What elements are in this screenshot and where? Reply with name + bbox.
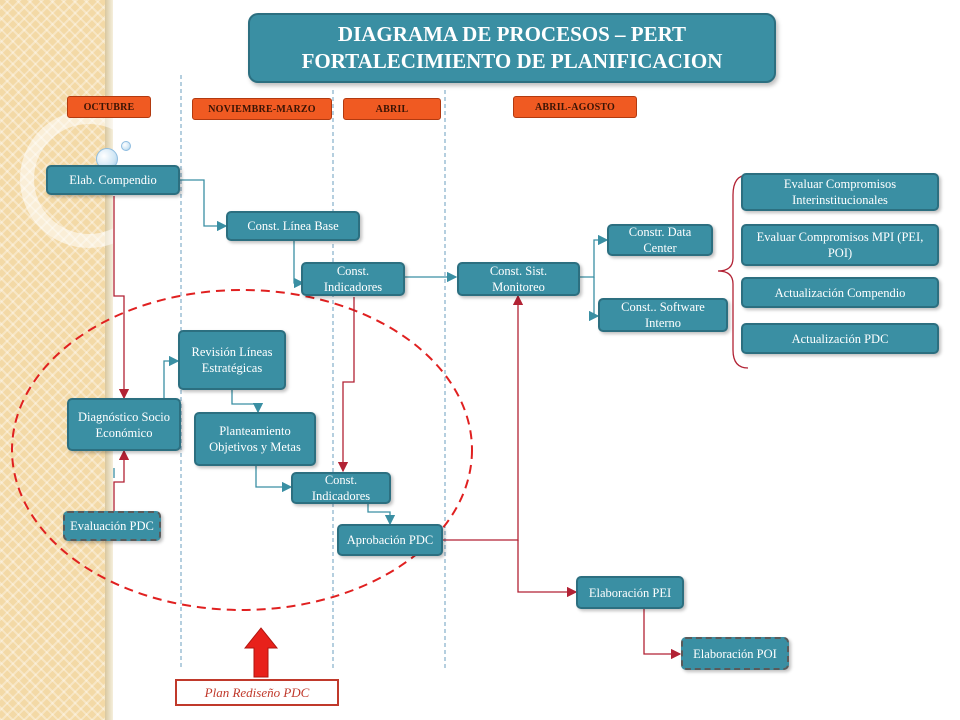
phase-abril-agosto: ABRIL-AGOSTO bbox=[513, 96, 637, 118]
node-elaboracion-pei: Elaboración PEI bbox=[576, 576, 684, 609]
phase-abril: ABRIL bbox=[343, 98, 441, 120]
arrow-compendio-to-lineabase bbox=[180, 179, 228, 232]
node-constr-data-center: Constr. Data Center bbox=[607, 224, 713, 256]
sidebar-edge bbox=[105, 0, 113, 720]
title-line-2: FORTALECIMIENTO DE PLANIFICACION bbox=[301, 49, 723, 73]
phase-noviembre-marzo: NOVIEMBRE-MARZO bbox=[192, 98, 332, 120]
node-diagnostico: Diagnóstico Socio Económico bbox=[67, 398, 181, 451]
node-planteamiento: Planteamiento Objetivos y Metas bbox=[194, 412, 316, 466]
arrow-aprobacion-to-pei bbox=[517, 540, 578, 598]
arrow-indicadores-to-aprobacion bbox=[367, 503, 396, 526]
title-line-1: DIAGRAMA DE PROCESOS – PERT bbox=[337, 22, 687, 46]
node-aprobacion-pdc: Aprobación PDC bbox=[337, 524, 443, 556]
node-evaluar-mpi: Evaluar Compromisos MPI (PEI, POI) bbox=[741, 224, 939, 266]
node-elaboracion-poi: Elaboración POI bbox=[681, 637, 789, 670]
node-const-linea-base: Const. Línea Base bbox=[226, 211, 360, 241]
brace-actions bbox=[717, 174, 749, 369]
arrow-diagnostico-to-revision bbox=[160, 355, 180, 404]
arrow-pei-to-poi bbox=[643, 609, 682, 660]
arrow-monitoreo-to-datacenter bbox=[580, 234, 609, 278]
node-const-indicadores-2: Const. Indicadores bbox=[291, 472, 391, 504]
up-arrow-icon bbox=[243, 627, 279, 678]
arrow-planteamiento-to-indicadores bbox=[255, 466, 293, 493]
node-evaluar-interinstitucionales: Evaluar Compromisos Interinstitucionales bbox=[741, 173, 939, 211]
arrow-compendio-to-diagnostico bbox=[113, 196, 130, 400]
phase-octubre: OCTUBRE bbox=[67, 96, 151, 118]
node-revision-lineas: Revisión Líneas Estratégicas bbox=[178, 330, 286, 390]
arrow-revision-to-planteamiento bbox=[231, 390, 264, 414]
page-title: DIAGRAMA DE PROCESOS – PERT FORTALECIMIE… bbox=[248, 13, 776, 83]
node-evaluacion-pdc: Evaluación PDC bbox=[63, 511, 161, 541]
arrow-evaluacion-to-diagnostico bbox=[113, 449, 130, 512]
node-actualizacion-pdc: Actualización PDC bbox=[741, 323, 939, 354]
plan-rediseno-ellipse bbox=[11, 289, 473, 611]
arrow-monitoreo-to-software bbox=[588, 277, 600, 322]
node-elab-compendio: Elab. Compendio bbox=[46, 165, 180, 195]
node-const-software-interno: Const.. Software Interno bbox=[598, 298, 728, 332]
plan-rediseno-label: Plan Rediseño PDC bbox=[175, 679, 339, 706]
decorative-bubble-small bbox=[121, 141, 131, 151]
arrow-lineabase-to-indicadores bbox=[293, 241, 305, 289]
node-actualizacion-compendio: Actualización Compendio bbox=[741, 277, 939, 308]
node-const-indicadores-1: Const. Indicadores bbox=[301, 262, 405, 296]
arrow-indicadores-to-indicadores bbox=[337, 297, 355, 473]
arrow-aprobacion-to-monitoreo bbox=[443, 294, 524, 541]
node-const-sist-monitoreo: Const. Sist. Monitoreo bbox=[457, 262, 580, 296]
